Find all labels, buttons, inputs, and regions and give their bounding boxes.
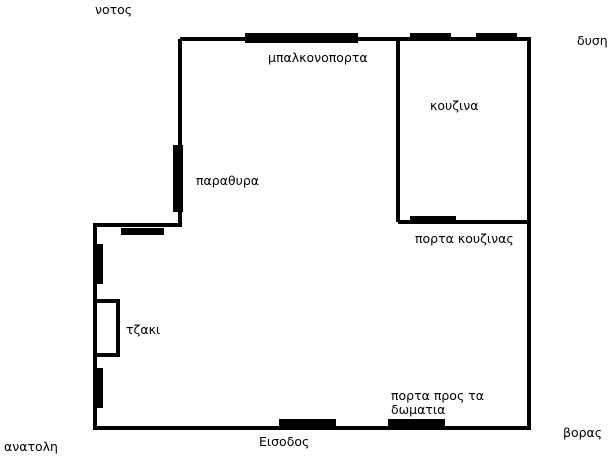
window-label: παραθυρα — [196, 173, 259, 188]
kitchen-window-segment-left — [410, 33, 451, 41]
window-segment — [173, 145, 183, 212]
kitchen-label: κουζινα — [430, 98, 479, 113]
top-left-wall-window-segment — [121, 228, 164, 235]
openings — [96, 33, 517, 428]
kitchen-window-segment-right — [476, 33, 517, 41]
fireplace-label: τζακι — [126, 322, 160, 337]
kitchen-walls — [396, 39, 529, 224]
entrance-label: Εισοδος — [259, 434, 309, 449]
compass-east-label: ανατολη — [4, 439, 58, 454]
rooms-door-label-line-1: πορτα προς τα — [391, 388, 484, 403]
compass-west-label: δυση — [577, 33, 608, 48]
compass-south-label: νοτος — [95, 2, 132, 17]
labels: νοτος δυση ανατολη βορας μπαλκονοπορτα κ… — [4, 2, 608, 454]
outer-walls — [93, 37, 531, 430]
kitchen-door-segment — [410, 216, 456, 224]
rooms-door-segment — [388, 419, 445, 428]
compass-north-label: βορας — [563, 425, 602, 440]
exterior-wall-outline — [93, 37, 531, 430]
fireplace-box — [93, 299, 120, 357]
rooms-door-label-line-2: δωματια — [391, 402, 445, 417]
balcony-door-label: μπαλκονοπορτα — [268, 50, 368, 65]
left-window-lower-segment — [96, 368, 103, 408]
left-window-upper-segment — [96, 244, 103, 284]
kitchen-door-label: πορτα κουζινας — [415, 231, 514, 246]
entrance-door-segment — [279, 419, 336, 428]
balcony-door-segment — [245, 33, 358, 43]
